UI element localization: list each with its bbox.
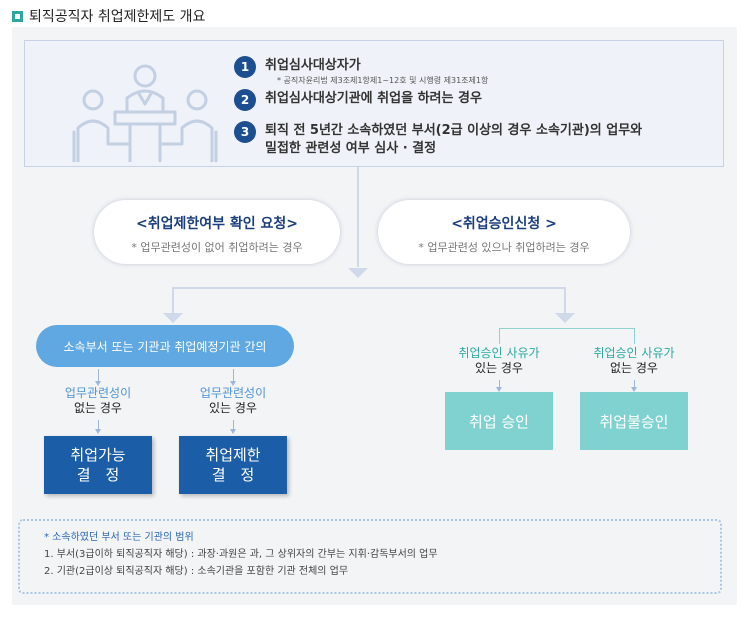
requirement-3: 3 퇴직 전 5년간 소속하였던 부서(2급 이상의 경우 소속기관)의 업무와…: [234, 121, 642, 158]
branch-line: [172, 287, 566, 289]
small-down-arrow: [496, 380, 502, 392]
small-down-arrow: [631, 380, 637, 392]
deny-reason-label: 취업승인 사유가 없는 경우: [579, 346, 689, 376]
requirement-2-text: 취업심사대상기관에 취업을 하려는 경우: [265, 91, 482, 106]
deny-reason-line1: 취업승인 사유가: [593, 346, 675, 360]
connector-line: [357, 167, 359, 267]
meeting-people-icon: [72, 64, 218, 162]
approval-branch-left: [499, 328, 500, 344]
restriction-check-heading: <취업제한여부 확인 요청>: [135, 216, 298, 232]
requirements-box: [24, 40, 724, 167]
small-down-arrow: [230, 369, 236, 386]
employment-approval-sub: * 업무관련성 있으나 취업하려는 경우: [418, 241, 590, 254]
deny-reason-line2: 없는 경우: [610, 361, 658, 375]
footnote-box: * 소속하였던 부서 또는 기관의 범위 1. 부서(3급이하 퇴직공직자 해당…: [18, 519, 722, 594]
branch-line-left: [172, 287, 174, 313]
footnote-line-1: 1. 부서(3급이하 퇴직공직자 해당) : 과장·과원은 과, 그 상위자의 …: [44, 549, 438, 560]
requirement-1-text: 취업심사대상자가: [265, 58, 361, 73]
has-relation-line2: 있는 경우: [209, 401, 257, 415]
requirement-1-note: * 공직자윤리법 제3조제1항제1~12호 및 시행령 제31조제1항: [277, 76, 489, 85]
down-arrow-icon: [555, 313, 575, 323]
down-arrow-icon: [163, 313, 183, 323]
no-relation-line1: 업무관련성이: [64, 386, 132, 400]
no-relation-line2: 없는 경우: [74, 401, 122, 415]
relation-between-pill: 소속부서 또는 기관과 취업예정기관 간의: [36, 325, 294, 367]
restriction-check-sub: * 업무관련성이 없어 취업하려는 경우: [131, 241, 303, 254]
footnote-line-2: 2. 기관(2급이상 퇴직공직자 해당) : 소속기관을 포함한 기관 전체의 …: [44, 566, 349, 577]
footnote-heading: * 소속하였던 부서 또는 기관의 범위: [44, 532, 194, 543]
approval-branch-right: [634, 328, 635, 344]
employment-restricted-box: 취업제한 결 정: [179, 436, 287, 494]
requirement-3-line1: 퇴직 전 5년간 소속하였던 부서(2급 이상의 경우 소속기관)의 업무와: [265, 123, 643, 138]
page-title: 퇴직공직자 취업제한제도 개요: [12, 6, 205, 26]
step-number-1: 1: [234, 56, 256, 78]
requirement-3-line2: 밀접한 관련성 여부 심사 · 결정: [265, 141, 437, 156]
no-relation-label: 업무관련성이 없는 경우: [48, 386, 148, 416]
approval-branch-line: [499, 328, 634, 329]
small-down-arrow: [95, 420, 101, 434]
down-arrow-icon: [348, 268, 368, 278]
step-number-2: 2: [234, 89, 256, 111]
disapproval-box: 취업불승인: [580, 392, 688, 450]
employment-approval-heading: <취업승인신청 >: [451, 216, 557, 232]
employment-approval-request: <취업승인신청 > * 업무관련성 있으나 취업하려는 경우: [378, 200, 630, 264]
has-relation-label: 업무관련성이 있는 경우: [183, 386, 283, 416]
square-bullet-icon: [12, 10, 23, 22]
has-relation-line1: 업무관련성이: [199, 386, 267, 400]
approve-reason-line2: 있는 경우: [475, 361, 523, 375]
approve-reason-label: 취업승인 사유가 있는 경우: [444, 346, 554, 376]
approval-box: 취업 승인: [445, 392, 553, 450]
page-title-text: 퇴직공직자 취업제한제도 개요: [29, 9, 206, 25]
step-number-3: 3: [234, 121, 256, 143]
branch-line-right: [564, 287, 566, 313]
requirement-1: 1 취업심사대상자가 * 공직자윤리법 제3조제1항제1~12호 및 시행령 제…: [234, 56, 488, 87]
employment-allowed-box: 취업가능 결 정: [44, 436, 152, 494]
requirement-2: 2 취업심사대상기관에 취업을 하려는 경우: [234, 89, 482, 111]
approve-reason-line1: 취업승인 사유가: [458, 346, 540, 360]
small-down-arrow: [230, 420, 236, 434]
small-down-arrow: [95, 369, 101, 386]
restriction-check-request: <취업제한여부 확인 요청> * 업무관련성이 없어 취업하려는 경우: [94, 200, 340, 264]
